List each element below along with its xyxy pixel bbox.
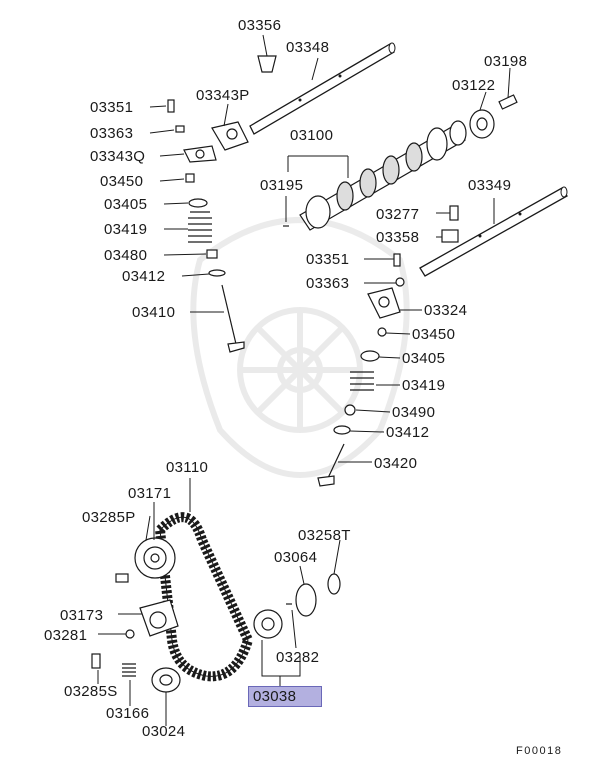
part-label-03166[interactable]: 03166 (106, 705, 150, 722)
tensioner-spring (122, 663, 136, 677)
part-label-03110[interactable]: 03110 (166, 459, 209, 476)
oil-seal-washer (327, 573, 341, 595)
part-label-03198[interactable]: 03198 (484, 53, 528, 70)
part-label-03349[interactable]: 03349 (468, 177, 512, 194)
lower-belt-cover-plate (151, 667, 181, 693)
camshaft-sprocket-bolt (469, 94, 518, 139)
part-label-03480[interactable]: 03480 (104, 247, 148, 264)
camshaft (299, 120, 467, 231)
leader-lines (97, 34, 511, 726)
part-label-03412-exhaust[interactable]: 03412 (386, 424, 430, 441)
part-label-03285S[interactable]: 03285S (64, 683, 118, 700)
part-label-03351-exhaust[interactable]: 03351 (306, 251, 350, 268)
part-label-03405-intake[interactable]: 03405 (104, 196, 148, 213)
part-label-03285P[interactable]: 03285P (82, 509, 136, 526)
part-label-03343P[interactable]: 03343P (196, 87, 250, 104)
tensioner-arm (139, 599, 179, 637)
exhaust-valve-train (317, 253, 405, 487)
figure-code: F00018 (516, 745, 563, 757)
part-label-03490[interactable]: 03490 (392, 404, 436, 421)
part-label-03324[interactable]: 03324 (424, 302, 468, 319)
part-label-03277[interactable]: 03277 (376, 206, 420, 223)
rocker-shaft-retainer (257, 55, 277, 73)
part-label-03258T[interactable]: 03258T (298, 527, 351, 544)
part-label-03038-highlighted[interactable]: 03038 (248, 686, 322, 707)
part-label-03195[interactable]: 03195 (260, 177, 304, 194)
part-label-03410[interactable]: 03410 (132, 304, 176, 321)
watermark-logo (190, 217, 410, 478)
timing-belt (154, 512, 254, 682)
part-label-03412-intake[interactable]: 03412 (122, 268, 166, 285)
part-label-03356[interactable]: 03356 (238, 17, 282, 34)
part-label-03100[interactable]: 03100 (290, 127, 334, 144)
part-label-03450-intake[interactable]: 03450 (100, 173, 144, 190)
rocker-shaft-exhaust (419, 186, 568, 277)
part-label-03122[interactable]: 03122 (452, 77, 496, 94)
part-label-03171[interactable]: 03171 (128, 485, 172, 502)
part-label-03282[interactable]: 03282 (276, 649, 320, 666)
part-label-03064[interactable]: 03064 (274, 549, 318, 566)
part-label-03351-intake[interactable]: 03351 (90, 99, 134, 116)
part-label-03173[interactable]: 03173 (60, 607, 104, 624)
part-label-03348[interactable]: 03348 (286, 39, 330, 56)
part-label-03450-exhaust[interactable]: 03450 (412, 326, 456, 343)
part-label-03419-intake[interactable]: 03419 (104, 221, 148, 238)
crank-flange (295, 583, 317, 617)
part-label-03024[interactable]: 03024 (142, 723, 186, 740)
part-label-03358[interactable]: 03358 (376, 229, 420, 246)
rocker-arm-p (211, 121, 249, 151)
part-label-03363-exhaust[interactable]: 03363 (306, 275, 350, 292)
intake-valve-train (167, 99, 245, 353)
crankshaft-sprocket (253, 609, 283, 639)
part-label-03281[interactable]: 03281 (44, 627, 88, 644)
part-label-03363-intake[interactable]: 03363 (90, 125, 134, 142)
rocker-shaft-intake (249, 42, 396, 135)
part-label-03405-exhaust[interactable]: 03405 (402, 350, 446, 367)
part-label-03420[interactable]: 03420 (374, 455, 418, 472)
part-label-03343Q[interactable]: 03343Q (90, 148, 146, 165)
part-label-03419-exhaust[interactable]: 03419 (402, 377, 446, 394)
rocker-arm-q (183, 145, 217, 163)
tensioner-pulley (134, 537, 176, 579)
rocker-arm-exhaust (367, 287, 401, 319)
